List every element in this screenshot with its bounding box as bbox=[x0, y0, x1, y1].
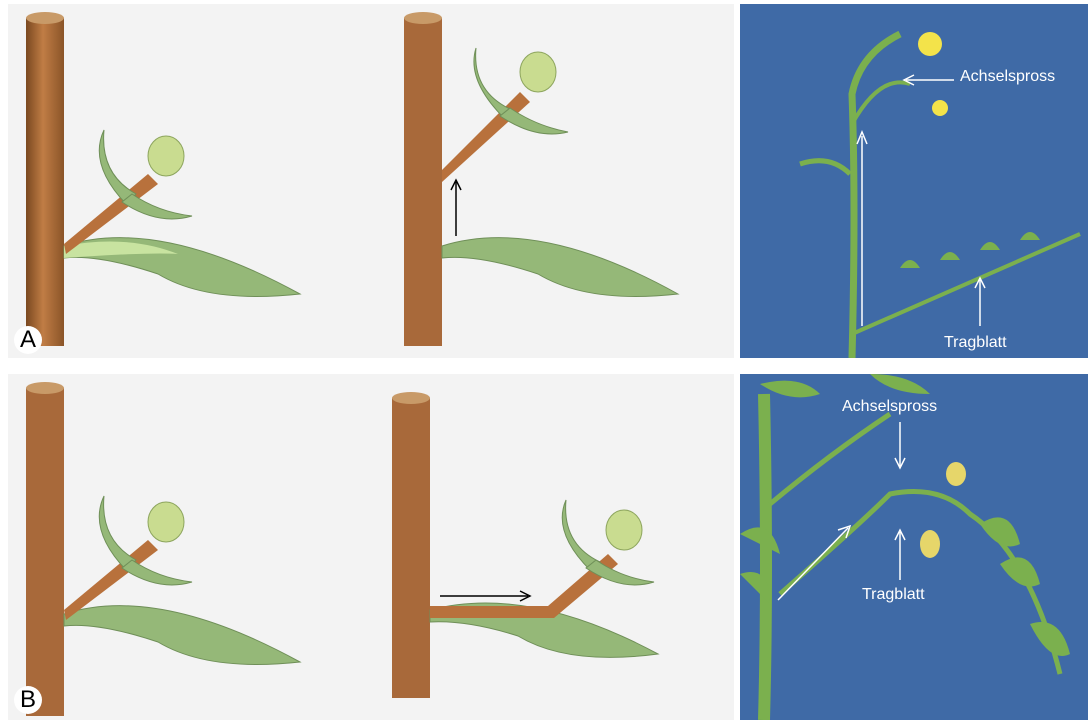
subtending-leaf bbox=[64, 606, 300, 665]
label-tragblatt: Tragblatt bbox=[862, 586, 925, 604]
panel-letter-a: A bbox=[14, 326, 42, 354]
plant-axillary bbox=[852, 82, 910, 124]
bract-right bbox=[122, 194, 192, 219]
photo-b: Achselspross Tragblatt bbox=[740, 374, 1088, 720]
bract-left bbox=[99, 130, 136, 204]
photo-b-plant bbox=[740, 374, 1088, 720]
label-tragblatt: Tragblatt bbox=[944, 334, 1007, 352]
stem-top bbox=[392, 392, 430, 404]
main-stem bbox=[26, 18, 64, 346]
diagram-a-left-drawing bbox=[8, 4, 368, 358]
diagram-panel-b-right bbox=[368, 374, 734, 720]
main-stem bbox=[26, 388, 64, 716]
diagram-b-right-drawing bbox=[368, 374, 734, 720]
flower bbox=[918, 32, 942, 56]
diagram-panel-a-right bbox=[368, 4, 734, 358]
bract-left bbox=[99, 496, 136, 570]
plant-leaf-stalk bbox=[852, 234, 1080, 334]
main-stem bbox=[404, 18, 442, 346]
diagram-b-left-drawing bbox=[8, 374, 368, 720]
stem-top bbox=[404, 12, 442, 24]
photo-a-plant bbox=[740, 4, 1088, 358]
subtending-leaf bbox=[442, 238, 678, 297]
flower-bud bbox=[520, 52, 556, 92]
diagram-a-right-drawing bbox=[368, 4, 734, 358]
bract-left bbox=[474, 48, 512, 118]
flower-bud bbox=[606, 510, 642, 550]
bract-right bbox=[500, 108, 568, 134]
stem-top bbox=[26, 382, 64, 394]
diagram-panel-b-left bbox=[8, 374, 368, 720]
bract-left bbox=[562, 500, 600, 570]
arrow-diagonal-annotation bbox=[778, 528, 848, 600]
panel-letter-b: B bbox=[14, 686, 42, 714]
flower-bud bbox=[148, 502, 184, 542]
bract-right bbox=[122, 560, 192, 585]
main-stem bbox=[392, 398, 430, 698]
axillary-shoot bbox=[442, 92, 530, 182]
photo-a: Achselspross Tragblatt bbox=[740, 4, 1088, 358]
stem-top bbox=[26, 12, 64, 24]
flower-bud bbox=[148, 136, 184, 176]
label-achselspross: Achselspross bbox=[842, 398, 937, 416]
plant-main-stem bbox=[764, 394, 766, 720]
label-achselspross: Achselspross bbox=[960, 68, 1055, 86]
flower-bud bbox=[920, 530, 940, 558]
diagram-panel-a-left bbox=[8, 4, 368, 358]
